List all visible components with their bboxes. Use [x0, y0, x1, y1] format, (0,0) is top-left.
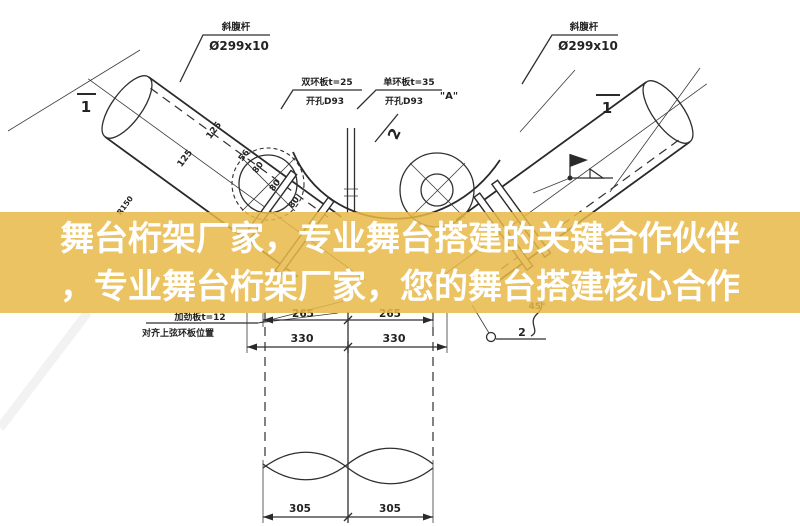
scan-smudge — [0, 309, 92, 431]
weld-flag — [570, 154, 588, 167]
right-hole-crosshair — [409, 162, 466, 219]
section-line-right — [519, 69, 576, 133]
center-double-line — [346, 128, 356, 213]
section-marker-2: 2 — [374, 113, 405, 143]
section-line-left — [7, 49, 141, 132]
section-1-left-label: 1 — [81, 98, 91, 116]
dim-330-a: 330 — [291, 332, 314, 345]
callout-sring-leader — [356, 89, 442, 110]
callout-left-spec: Ø299x10 — [209, 39, 269, 53]
dim-330-arrow-left — [247, 343, 257, 351]
section-2-slash — [374, 113, 399, 143]
bevel-weld-circle — [485, 331, 497, 343]
callout-right-leader — [521, 34, 618, 85]
callout-single-ring-plate: 单环板t=35 开孔D93 "A" — [356, 76, 458, 110]
dim-330-row: 330 330 — [246, 313, 448, 353]
dim-305-a: 305 — [289, 503, 311, 515]
section-marker-1-left: 1 — [77, 93, 96, 116]
dim-305-arrow-right — [423, 513, 433, 521]
promo-banner-line-2: ，专业舞台桁架厂家，您的舞台搭建核心合作 — [60, 266, 740, 307]
dim-125-b: 125 — [205, 120, 224, 141]
dim-330-arrow-right — [437, 343, 447, 351]
section-marker-1-right: 1 — [596, 94, 620, 117]
dim-330-center-tick — [343, 342, 353, 352]
column-break-wave-2 — [262, 447, 434, 481]
callout-left-title: 斜腹杆 — [221, 21, 251, 33]
section-1-right-label: 1 — [602, 99, 612, 117]
column-break-wave-1 — [262, 451, 434, 485]
left-pipe-break-ellipse — [101, 75, 153, 139]
callout-dring-spec: 开孔D93 — [306, 95, 344, 107]
callout-right-spec: Ø299x10 — [558, 39, 618, 53]
promo-banner-line-1: 舞台桁架厂家，专业舞台搭建的关键合作伙伴 — [60, 218, 740, 259]
dim-305-center-tick — [343, 512, 353, 522]
right-pipe-break-ellipse — [642, 80, 694, 144]
fillet-weld-triangle — [589, 167, 605, 179]
callout-double-ring-plate: 双环板t=25 开孔D93 — [280, 76, 362, 110]
dim-305-extensions — [262, 460, 434, 523]
callout-sring-spec: 开孔D93 — [385, 95, 423, 107]
dim-330-extensions — [246, 313, 448, 353]
callout-right-title: 斜腹杆 — [569, 21, 599, 33]
section-2-label: 2 — [384, 125, 405, 142]
dim-305-b: 305 — [379, 503, 401, 515]
callout-left-pipe: 斜腹杆 Ø299x10 — [179, 21, 270, 83]
dim-265-arrow-left — [263, 316, 273, 324]
bevel-weld-number: 2 — [518, 326, 526, 339]
stiffener-note: 对齐上弦环板位置 — [142, 327, 214, 339]
right-hole-inner-circle — [420, 173, 454, 207]
field-weld-symbol — [532, 154, 613, 194]
left-hole-crosshair — [241, 157, 296, 212]
dim-265-center-tick — [343, 315, 353, 325]
callout-dring-title: 双环板t=25 — [301, 76, 352, 88]
stiffener-title: 加劲板t=12 — [173, 311, 225, 323]
callout-dring-leader — [280, 89, 362, 110]
callout-sring-title: 单环板t=35 — [383, 76, 434, 88]
dim-125-a: 125 — [176, 148, 195, 169]
weld-flag-leader — [532, 177, 571, 194]
right-pipe-end-crossline — [609, 67, 701, 193]
dim-305-arrow-left — [263, 513, 273, 521]
promo-banner: 舞台桁架厂家，专业舞台搭建的关键合作伙伴 ，专业舞台桁架厂家，您的舞台搭建核心合… — [0, 212, 800, 313]
dim-330-b: 330 — [383, 332, 406, 345]
callout-right-pipe: 斜腹杆 Ø299x10 — [521, 21, 618, 85]
dim-305-row: 305 305 — [262, 460, 434, 523]
callout-left-leader — [179, 34, 270, 83]
dim-265-arrow-right — [423, 316, 433, 324]
detail-a-ref: "A" — [440, 91, 458, 102]
center-ticks — [344, 188, 358, 197]
